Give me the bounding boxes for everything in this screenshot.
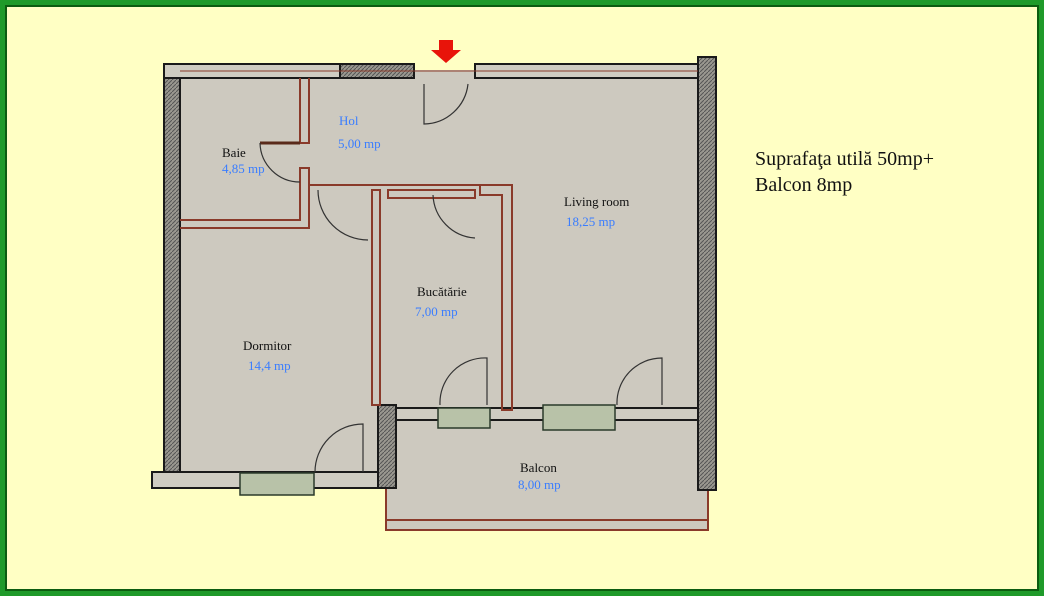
room-name-balcon: Balcon [520,460,557,475]
summary-line-1: Suprafaţa utilă 50mp+ [755,148,935,170]
room-name-bucatarie: Bucătărie [417,284,467,299]
room-area-living: 18,25 mp [566,214,615,229]
entrance-arrow-icon [431,40,461,63]
surface-summary: Suprafaţa utilă 50mp+ Balcon 8mp [755,146,934,198]
windows [239,404,616,496]
summary-line-2: Balcon 8mp [755,174,853,196]
room-area-baie: 4,85 mp [222,161,265,176]
room-area-hol: 5,00 mp [338,136,381,151]
room-area-balcon: 8,00 mp [518,477,561,492]
room-name-baie: Baie [222,145,246,160]
room-name-living: Living room [564,194,629,209]
room-area-bucatarie: 7,00 mp [415,304,458,319]
room-name-dormitor: Dormitor [243,338,292,353]
door-swings [259,83,663,473]
room-name-hol: Hol [339,113,359,128]
interior-partitions [180,78,513,411]
room-area-dormitor: 14,4 mp [248,358,291,373]
